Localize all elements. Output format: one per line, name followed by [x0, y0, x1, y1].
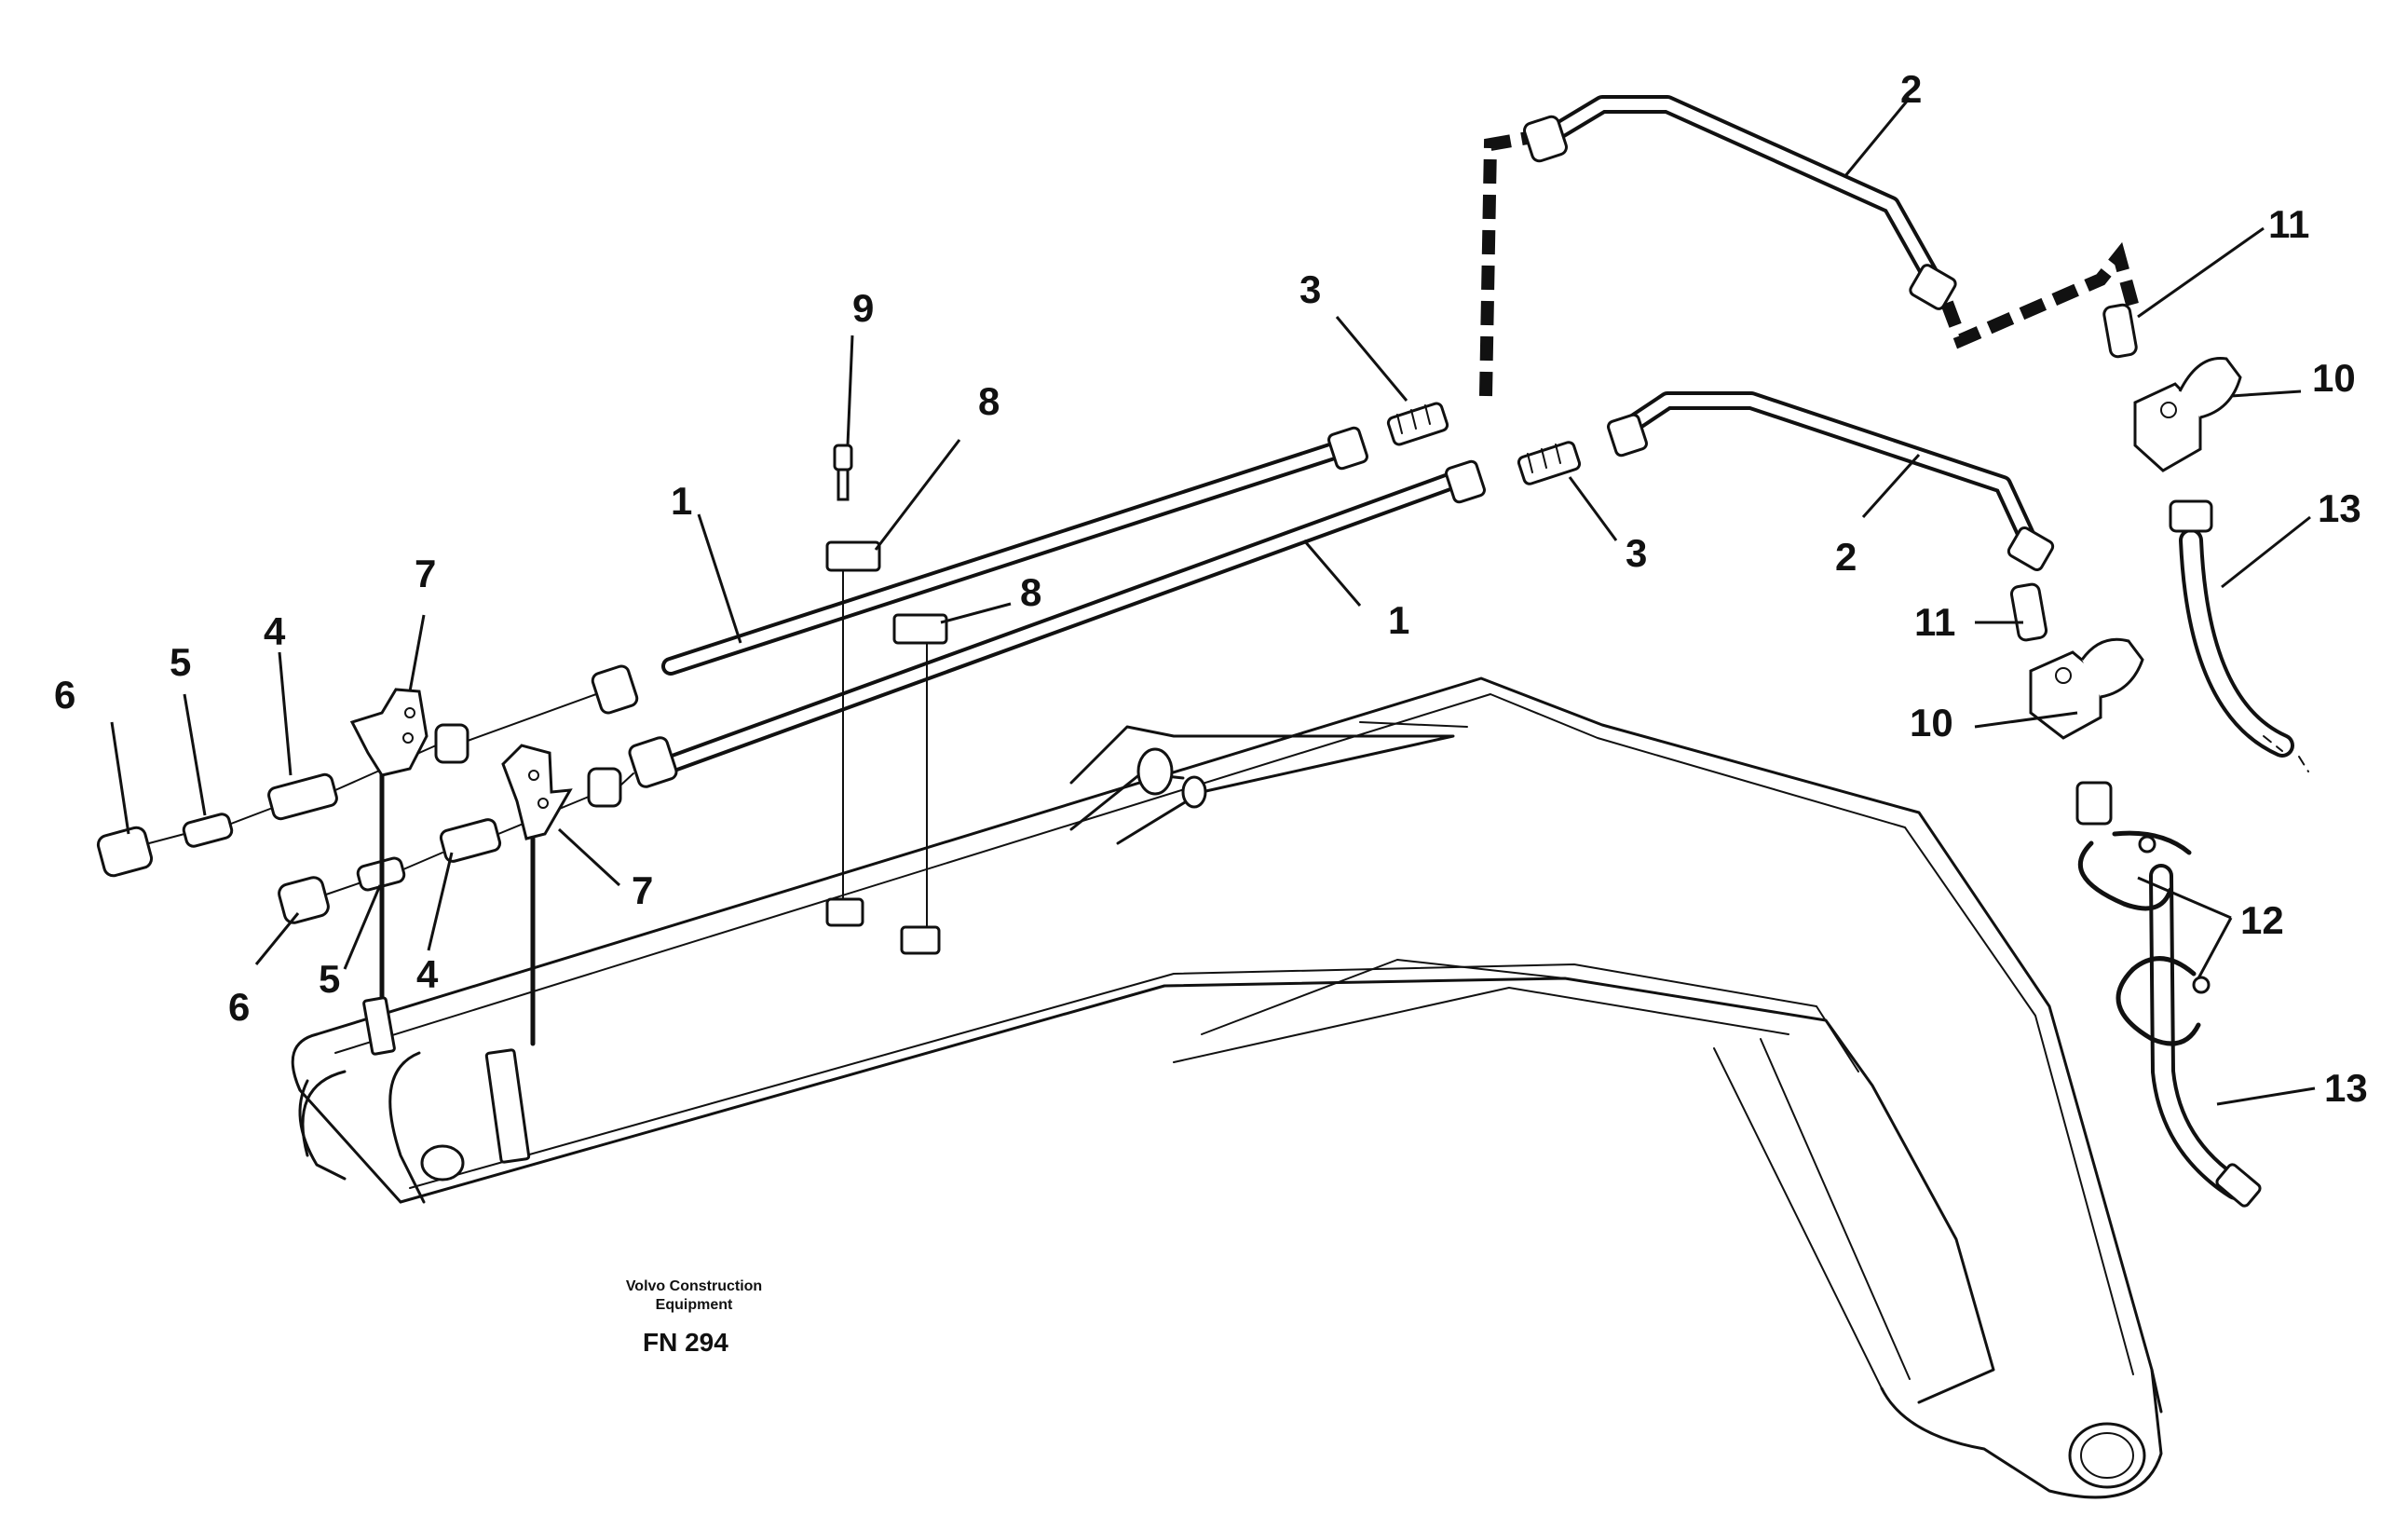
fittings [96, 115, 2242, 1164]
company-name-line2: Equipment [656, 1297, 733, 1313]
callout-11b: 11 [1914, 600, 1955, 644]
callout-2a: 2 [1900, 67, 1922, 111]
callout-10b: 10 [1910, 701, 1953, 745]
callout-1b: 1 [1388, 598, 1409, 642]
adapter-3a [1386, 402, 1449, 446]
callout-8b: 8 [1020, 570, 1041, 614]
callout-4a: 4 [264, 609, 286, 653]
leader-lines [110, 97, 2316, 1106]
callout-labels: 1 1 2 2 3 3 4 4 5 5 6 6 7 7 8 8 9 10 10 … [54, 67, 2368, 1110]
figure-code: FN 294 [643, 1328, 728, 1357]
figure-caption: Volvo Construction Equipment FN 294 [626, 1278, 762, 1357]
callout-13a: 13 [2318, 486, 2361, 530]
callout-12: 12 [2240, 898, 2284, 942]
callout-7b: 7 [632, 868, 653, 912]
callout-4b: 4 [416, 952, 439, 996]
hoses [2075, 499, 2309, 1208]
callout-6b: 6 [228, 985, 250, 1029]
callout-8a: 8 [978, 379, 1000, 423]
callout-3a: 3 [1299, 267, 1321, 311]
callout-13b: 13 [2324, 1066, 2368, 1110]
tee-block-lower [2029, 637, 2144, 740]
callout-10a: 10 [2312, 356, 2356, 400]
company-name-line1: Volvo Construction [626, 1278, 762, 1294]
tee-block-upper [2133, 356, 2242, 472]
callout-1a: 1 [671, 479, 692, 523]
callout-5b: 5 [319, 957, 340, 1001]
callout-3b: 3 [1626, 531, 1647, 575]
callout-9: 9 [852, 286, 874, 330]
hydraulic-pipes [661, 95, 2140, 773]
callout-6a: 6 [54, 673, 75, 717]
callout-7a: 7 [415, 552, 436, 595]
callout-2b: 2 [1835, 535, 1857, 579]
boom-arm [291, 676, 2163, 1499]
callout-5a: 5 [170, 640, 191, 684]
adapter-3b [1517, 441, 1582, 485]
callout-11a: 11 [2268, 202, 2309, 246]
